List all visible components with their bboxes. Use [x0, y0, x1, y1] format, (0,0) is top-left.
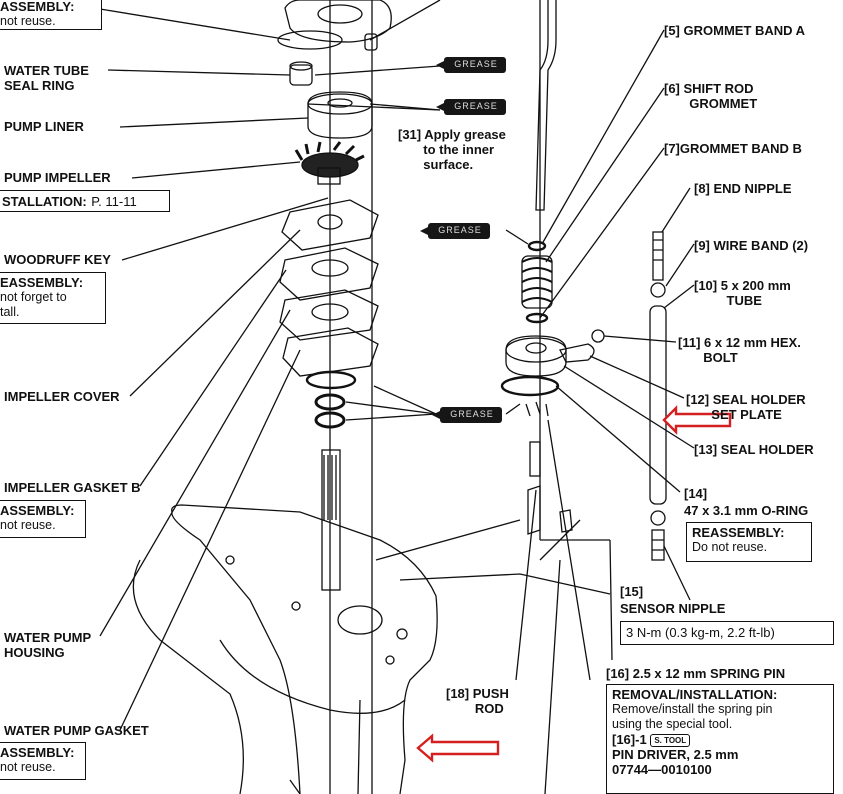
label-hex-bolt: [11] 6 x 12 mm HEX. BOLT: [678, 335, 801, 365]
special-tool-badge: S. TOOL: [650, 734, 691, 748]
end-nipple-shape: [652, 231, 664, 281]
red-arrows: [416, 405, 732, 763]
reassembly-heading: ASSEMBLY:: [0, 745, 75, 760]
pin-driver-label: PIN DRIVER, 2.5 mm: [612, 747, 739, 763]
reassembly-box-gasket: ASSEMBLY: not reuse.: [0, 500, 86, 538]
grease-tag: GREASE: [450, 409, 494, 419]
label-shift-rod-grommet: [6] SHIFT ROD GROMMET: [664, 81, 758, 111]
label-pump-impeller: PUMP IMPELLER: [4, 170, 111, 185]
plate-3: [279, 289, 379, 341]
shift-rod: [535, 0, 557, 211]
reassembly-heading: EASSEMBLY:: [0, 275, 84, 290]
label-o-ring: 47 x 3.1 mm O-RING: [684, 503, 809, 518]
torque-box: 3 N-m (0.3 kg-m, 2.2 ft-lb): [620, 621, 834, 645]
plate-4: [282, 327, 379, 377]
torque-spec: 3 N-m (0.3 kg-m, 2.2 ft-lb): [626, 625, 775, 640]
grease-tag: GREASE: [454, 59, 498, 69]
label-water-pump-gasket: WATER PUMP GASKET: [4, 723, 149, 738]
reassembly-note: not forget to tall.: [0, 290, 67, 319]
reassembly-box-top: ASSEMBLY: not reuse.: [0, 0, 102, 30]
grease-tag: GREASE: [454, 101, 498, 111]
installation-heading: STALLATION:: [2, 194, 87, 209]
reassembly-box-pump-gasket: ASSEMBLY: not reuse.: [0, 742, 86, 780]
label-apply-grease: [31] Apply grease to the inner surface.: [398, 127, 506, 172]
label-pump-liner: PUMP LINER: [4, 119, 84, 134]
label-spring-pin: [16] 2.5 x 12 mm SPRING PIN: [606, 666, 786, 681]
seal-ring-shape: [289, 64, 313, 86]
removal-heading: REMOVAL/INSTALLATION:: [612, 687, 778, 702]
installation-page-ref: P. 11-11: [91, 194, 137, 209]
label-sensor-nipple-number: [15]: [620, 584, 644, 599]
removal-installation-box: REMOVAL/INSTALLATION: Remove/install the…: [606, 684, 834, 794]
reassembly-note: Do not reuse.: [692, 540, 768, 554]
label-grommet-band-b: [7]GROMMET BAND B: [664, 141, 802, 156]
label-wire-band: [9] WIRE BAND (2): [694, 238, 809, 253]
label-seal-holder: [13] SEAL HOLDER: [694, 442, 814, 457]
label-water-pump-housing: WATER PUMP HOUSING: [4, 630, 92, 660]
reassembly-note: not reuse.: [0, 760, 56, 774]
installation-box: STALLATION: P. 11-11: [0, 190, 170, 212]
reassembly-note: not reuse.: [0, 14, 56, 28]
label-impeller-cover: IMPELLER COVER: [4, 389, 120, 404]
reassembly-heading: ASSEMBLY:: [0, 0, 75, 14]
red-arrow-tube: [662, 405, 732, 435]
impeller-shape: [294, 141, 365, 185]
reassembly-note: not reuse.: [0, 518, 56, 532]
label-grommet-band-a: [5] GROMMET BAND A: [664, 23, 806, 38]
reassembly-box-oring: REASSEMBLY: Do not reuse.: [686, 522, 812, 562]
grease-tube-icon: GREASE: [432, 404, 510, 426]
label-seal-holder-set-plate: [12] SEAL HOLDER SET PLATE: [686, 392, 806, 422]
label-woodruff-key: WOODRUFF KEY: [4, 252, 111, 267]
removal-note: Remove/install the spring pin using the …: [612, 702, 773, 731]
tool-reference: [16]-1: [612, 732, 647, 747]
label-o-ring-number: [14]: [684, 486, 708, 501]
grease-tag: GREASE: [438, 225, 482, 235]
red-arrow-gearcase: [416, 733, 500, 763]
part-number: 07744—0010100: [612, 762, 712, 778]
reassembly-box-key: EASSEMBLY: not forget to tall.: [0, 272, 106, 324]
label-sensor-nipple: SENSOR NIPPLE: [620, 601, 726, 616]
grease-tube-icon: GREASE: [420, 220, 498, 242]
label-tube: [10] 5 x 200 mm TUBE: [694, 278, 791, 308]
label-push-rod: [18] PUSH ROD: [446, 686, 509, 716]
gearcase: [171, 504, 438, 794]
pump-liner-shape: [307, 91, 373, 139]
grease-tube-icon: GREASE: [436, 96, 514, 118]
tube-shape: [649, 305, 667, 505]
label-end-nipple: [8] END NIPPLE: [694, 181, 792, 196]
plate-2: [279, 247, 379, 301]
reassembly-heading: REASSEMBLY:: [692, 525, 785, 540]
reassembly-heading: ASSEMBLY:: [0, 503, 75, 518]
label-water-tube-seal-ring: WATER TUBE SEAL RING: [4, 63, 89, 93]
plate-1: [281, 199, 379, 251]
grease-tube-icon: GREASE: [436, 54, 514, 76]
label-impeller-gasket-b: IMPELLER GASKET B: [4, 480, 141, 495]
